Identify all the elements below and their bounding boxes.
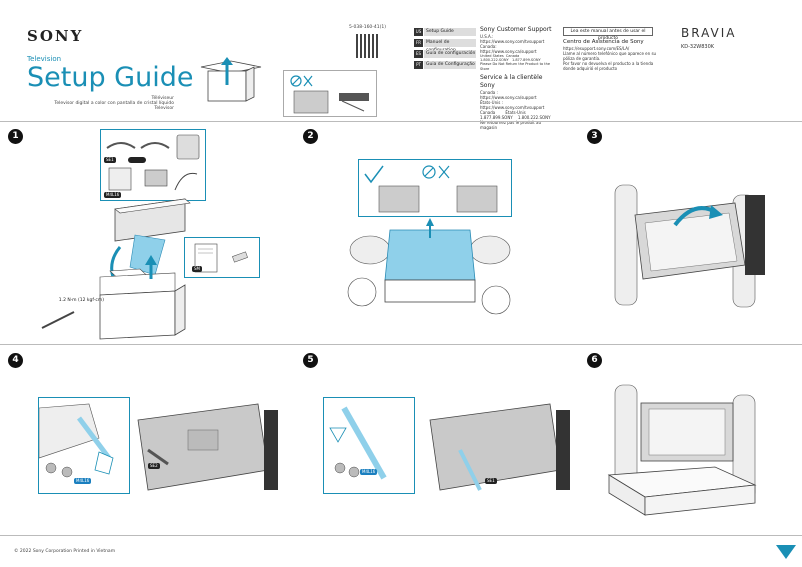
stand-attach-panel-2 xyxy=(323,397,415,494)
step-number: 2 xyxy=(303,129,318,144)
step-number: 6 xyxy=(587,353,602,368)
recycle-icon xyxy=(776,545,796,559)
screw-icon xyxy=(348,466,360,478)
support-line: U.S.A.: xyxy=(480,34,494,39)
customer-support: Sony Customer Support U.S.A.: https://ww… xyxy=(480,26,558,130)
subtitle-es: Televisor digital a color con pantalla d… xyxy=(54,101,174,106)
place-tv-illustration xyxy=(607,384,757,516)
support-fr-line: États-Unis : xyxy=(480,100,503,105)
readme-notice: Lea este manual antes de usar el product… xyxy=(563,27,653,41)
subtitles: Téléviseur Televisor digital a color con… xyxy=(50,96,174,111)
bravia-logo: BRAVIA xyxy=(681,26,737,40)
category-label: Television xyxy=(27,55,62,63)
screw-icon xyxy=(45,462,57,474)
lifting-illustration xyxy=(347,218,511,315)
warning-triangle-icon xyxy=(94,451,114,475)
support-fr-line: Canada États-Unis xyxy=(480,110,526,115)
cable-icon xyxy=(174,172,198,191)
model-number: KD-32W830K xyxy=(681,44,715,50)
unbox-illustration xyxy=(200,57,262,102)
part-label-sm: SM xyxy=(192,266,202,272)
page-title: Setup Guide xyxy=(27,62,194,93)
support-phones: United States Canada 1.800.222.SONY 1.87… xyxy=(480,54,541,62)
rotate-tv-illustration xyxy=(614,184,765,308)
support-link-us[interactable]: https://www.sony.com/tvsupport xyxy=(480,39,545,44)
accessories-panel xyxy=(100,129,206,201)
handling-panel xyxy=(358,159,512,217)
screwdriver-icon xyxy=(41,311,75,329)
subtitle-fr: Téléviseur xyxy=(151,96,175,101)
part-label-se1: SE1 xyxy=(104,157,116,163)
tv-back-illustration-2 xyxy=(429,403,570,491)
stand-part xyxy=(128,157,146,163)
screw-icon xyxy=(334,462,346,474)
support-fr-link[interactable]: https://www.sony.ca/support xyxy=(480,95,537,100)
document-panel xyxy=(184,237,260,278)
step-number: 1 xyxy=(8,129,23,144)
screw-icon xyxy=(61,466,73,478)
part-label-se2: SE2 xyxy=(148,463,160,469)
divider xyxy=(0,535,802,536)
tv-back-illustration xyxy=(137,403,278,491)
sony-logo: SONY xyxy=(27,27,84,45)
torque-label: 1.2 N·m (12 kgf·cm) xyxy=(58,298,104,303)
part-label-se1: SE1 xyxy=(485,478,497,484)
step-number: 4 xyxy=(8,353,23,368)
stand-attach-panel xyxy=(38,397,130,494)
support-fr-line: 1.877.899.SONY 1.800.222.SONY xyxy=(480,115,551,120)
prohibited-icon xyxy=(290,75,302,87)
divider xyxy=(0,344,802,345)
manual-icon xyxy=(194,243,218,273)
support-title: Sony Customer Support xyxy=(480,26,552,33)
es-support-text2: Por favor no devuelva el producto a la t… xyxy=(563,61,654,71)
qr-code[interactable] xyxy=(356,34,380,58)
part-label-m4l16: M4L16 xyxy=(74,478,92,484)
support-line: Canada: xyxy=(480,44,497,49)
support-note: Please Do Not Return the Product to the … xyxy=(480,62,551,71)
es-support-text: Llame al número telefónico que aparece e… xyxy=(563,51,657,61)
copyright: © 2022 Sony Corporation Printed in Vietn… xyxy=(14,549,116,554)
subtitle-pt: Televisor xyxy=(154,106,174,111)
battery-icon xyxy=(232,251,248,263)
support-fr-title: Service à la clientèle Sony xyxy=(480,74,543,89)
step-number: 3 xyxy=(587,129,602,144)
document-code: 5-038-160-41(1) xyxy=(349,25,387,30)
check-icon xyxy=(364,165,384,184)
screws-icon xyxy=(108,167,132,191)
warning-panel xyxy=(283,70,377,117)
unboxing-illustration xyxy=(99,198,201,340)
power-adapter-icon xyxy=(144,169,168,187)
warning-triangle-icon xyxy=(329,427,347,443)
step-number: 5 xyxy=(303,353,318,368)
support-fr-link[interactable]: https://www.sony.com/tvsupport xyxy=(480,105,545,110)
part-label-m4l16: M4L16 xyxy=(104,192,122,198)
remote-icon xyxy=(176,134,200,160)
support-link-ca[interactable]: https://www.sony.ca/support xyxy=(480,49,537,54)
part-label-m4l16: M4L16 xyxy=(360,469,378,475)
es-support-title: Centro de Asistencia de Sony xyxy=(563,39,644,45)
es-support: Centro de Asistencia de Sony https://esu… xyxy=(563,38,658,71)
es-support-link[interactable]: https://esupport.sony.com/ES/LA/ xyxy=(563,46,630,51)
divider xyxy=(0,121,802,122)
support-fr-line: Canada : xyxy=(480,90,498,95)
support-fr-note: Ne retournez pas le produit au magasin xyxy=(480,120,541,130)
prohibited-icon xyxy=(422,165,436,179)
